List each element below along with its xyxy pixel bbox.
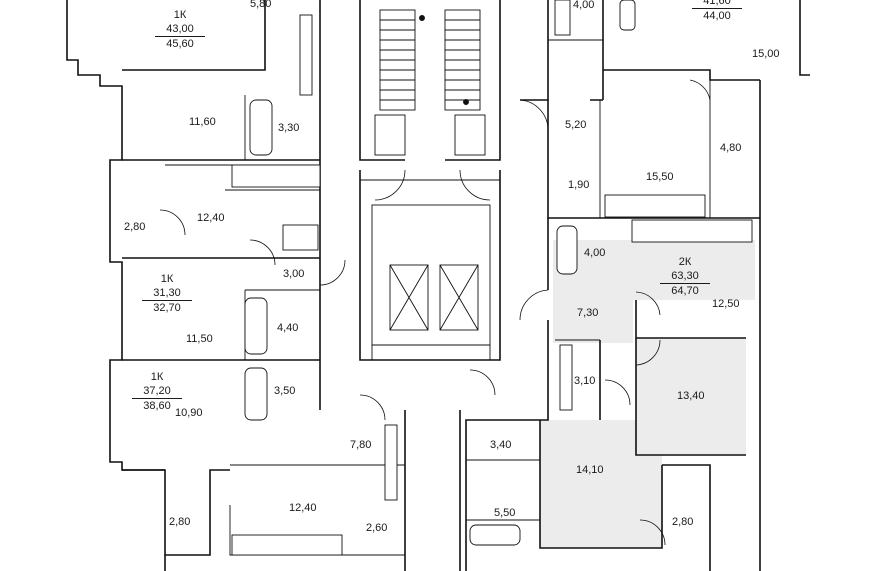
room-area: 4,40 (277, 322, 299, 334)
room-area: 2,80 (124, 221, 146, 233)
room-area: 4,80 (720, 142, 742, 154)
apartment-area-living: 43,00 (155, 22, 205, 37)
apartment-area-living: 31,30 (142, 286, 192, 301)
room-area: 11,60 (189, 116, 216, 128)
room-area: 4,00 (584, 247, 606, 259)
apartment-area-total: 44,00 (703, 10, 731, 22)
room-area: 12,40 (197, 212, 225, 224)
elevators (371, 204, 491, 361)
apartment-type: 1К (150, 371, 164, 383)
apartment-type: 1К (173, 9, 187, 21)
room-area: 13,40 (677, 390, 705, 402)
room-area: 5,20 (565, 119, 587, 131)
room-area: 14,10 (576, 464, 604, 476)
apartment-label-1k-low: 1К 37,20 38,60 (132, 370, 182, 413)
room-area: 5,80 (250, 0, 272, 10)
room-area: 4,00 (573, 0, 595, 11)
room-area: 3,30 (278, 122, 300, 134)
room-area: 3,00 (283, 268, 305, 280)
apartment-type: 2К (678, 256, 692, 268)
room-area: 15,00 (752, 48, 780, 60)
apartment-label-1k-top: 1К 43,00 45,60 (155, 8, 205, 51)
room-area: 3,10 (574, 375, 596, 387)
doors (159, 79, 711, 546)
room-area: 7,80 (350, 439, 372, 451)
apartment-label-2k: 2К 63,30 64,70 (660, 255, 710, 298)
apartment-2k-highlight (540, 240, 755, 548)
apartment-type: 1К (160, 273, 174, 285)
apartment-area-total: 64,70 (671, 285, 699, 297)
walls (66, 0, 810, 571)
room-area: 7,30 (577, 307, 599, 319)
room-area: 1,90 (568, 179, 590, 191)
fixtures (231, 0, 753, 556)
room-area: 12,40 (289, 502, 317, 514)
room-area: 10,90 (175, 407, 203, 419)
room-area: 15,50 (646, 171, 674, 183)
room-area: 3,50 (274, 385, 296, 397)
apartment-area-total: 45,60 (166, 38, 194, 50)
room-area: 2,80 (672, 516, 694, 528)
staircase (374, 9, 486, 156)
apartment-area-living: 37,20 (132, 384, 182, 399)
apartment-area-living: 41,60 (692, 0, 742, 9)
apartment-label-1k-mid: 1К 31,30 32,70 (142, 272, 192, 315)
apartment-area-total: 32,70 (153, 302, 181, 314)
room-area: 12,50 (712, 298, 740, 310)
room-area: 2,60 (366, 522, 388, 534)
room-area: 5,50 (494, 507, 516, 519)
room-area: 3,40 (490, 439, 512, 451)
apartment-label-top-right: 41,60 44,00 (692, 0, 742, 23)
apartment-area-total: 38,60 (143, 400, 171, 412)
room-area: 11,50 (186, 333, 213, 345)
apartment-area-living: 63,30 (660, 269, 710, 284)
room-area: 2,80 (169, 516, 191, 528)
